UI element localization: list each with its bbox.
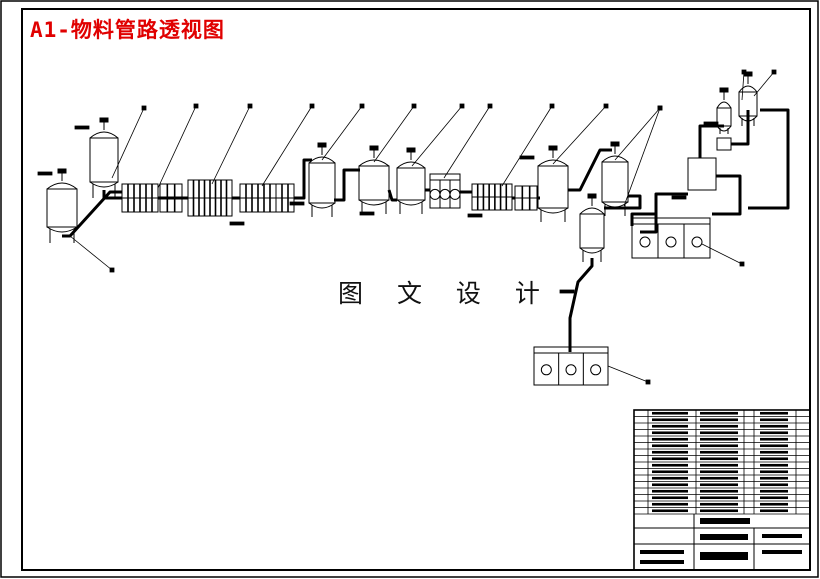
leader-15 bbox=[607, 365, 649, 383]
leader-2 bbox=[157, 105, 197, 189]
tank-3 bbox=[308, 142, 336, 217]
heat-exchanger-4 bbox=[471, 183, 513, 211]
pipe-to-tank3 bbox=[294, 158, 312, 200]
tank-5 bbox=[396, 147, 426, 214]
leader-1 bbox=[111, 107, 145, 179]
title-block-frame bbox=[633, 409, 811, 571]
tank-7 bbox=[601, 141, 629, 216]
pipe-tank6-tank7 bbox=[568, 148, 612, 192]
separator-unit bbox=[687, 157, 717, 191]
valve-block-3 bbox=[514, 185, 538, 211]
leader-12 bbox=[623, 107, 661, 207]
leader-11 bbox=[614, 107, 661, 161]
leader-14 bbox=[701, 243, 743, 265]
title-block bbox=[633, 409, 811, 571]
pipe-tank7-tank8 bbox=[604, 194, 642, 210]
pipe-separator-return bbox=[712, 174, 742, 216]
pump-skid-1 bbox=[429, 173, 461, 209]
leader-6 bbox=[373, 105, 415, 163]
filling-skid bbox=[631, 217, 711, 259]
leader-4 bbox=[261, 105, 313, 187]
pipe-tank3-tank4 bbox=[334, 168, 360, 202]
valve-box bbox=[716, 137, 732, 151]
pipe-down-to-skid bbox=[568, 258, 594, 352]
pipe-right-loop bbox=[748, 108, 790, 210]
leader-16 bbox=[741, 71, 745, 101]
tank-1 bbox=[46, 168, 78, 243]
leader-5 bbox=[321, 105, 363, 161]
tank-4 bbox=[358, 145, 390, 214]
leader-8 bbox=[443, 105, 491, 179]
pipe-tank2-out bbox=[102, 190, 122, 200]
pipe-tank10-sep bbox=[698, 124, 724, 158]
pipe-tank4-tank5 bbox=[387, 189, 397, 202]
drawing-title: A1-物料管路透视图 bbox=[30, 18, 225, 42]
leader-13 bbox=[69, 235, 113, 271]
bottom-pump-skid bbox=[533, 346, 609, 386]
heat-exchanger-3 bbox=[239, 183, 277, 213]
leader-3 bbox=[211, 105, 251, 185]
inner-border bbox=[21, 8, 811, 571]
leader-lines bbox=[37, 69, 777, 385]
pipe-to-tank9 bbox=[731, 110, 750, 146]
leader-10 bbox=[552, 105, 607, 165]
tank-2 bbox=[89, 117, 119, 198]
leader-9 bbox=[501, 105, 553, 187]
tank-6 bbox=[537, 145, 569, 222]
leader-17 bbox=[753, 71, 775, 97]
pipe-to-filler bbox=[630, 212, 656, 226]
leader-7 bbox=[411, 105, 463, 167]
pipe-tank1-out bbox=[62, 190, 122, 238]
heat-exchanger-2 bbox=[187, 179, 233, 217]
tank-8 bbox=[579, 193, 605, 262]
valve-block-2 bbox=[275, 183, 295, 213]
heat-exchanger-1 bbox=[121, 183, 159, 213]
watermark-text: 图 文 设 计 bbox=[338, 279, 553, 308]
pipe-group bbox=[62, 108, 790, 352]
